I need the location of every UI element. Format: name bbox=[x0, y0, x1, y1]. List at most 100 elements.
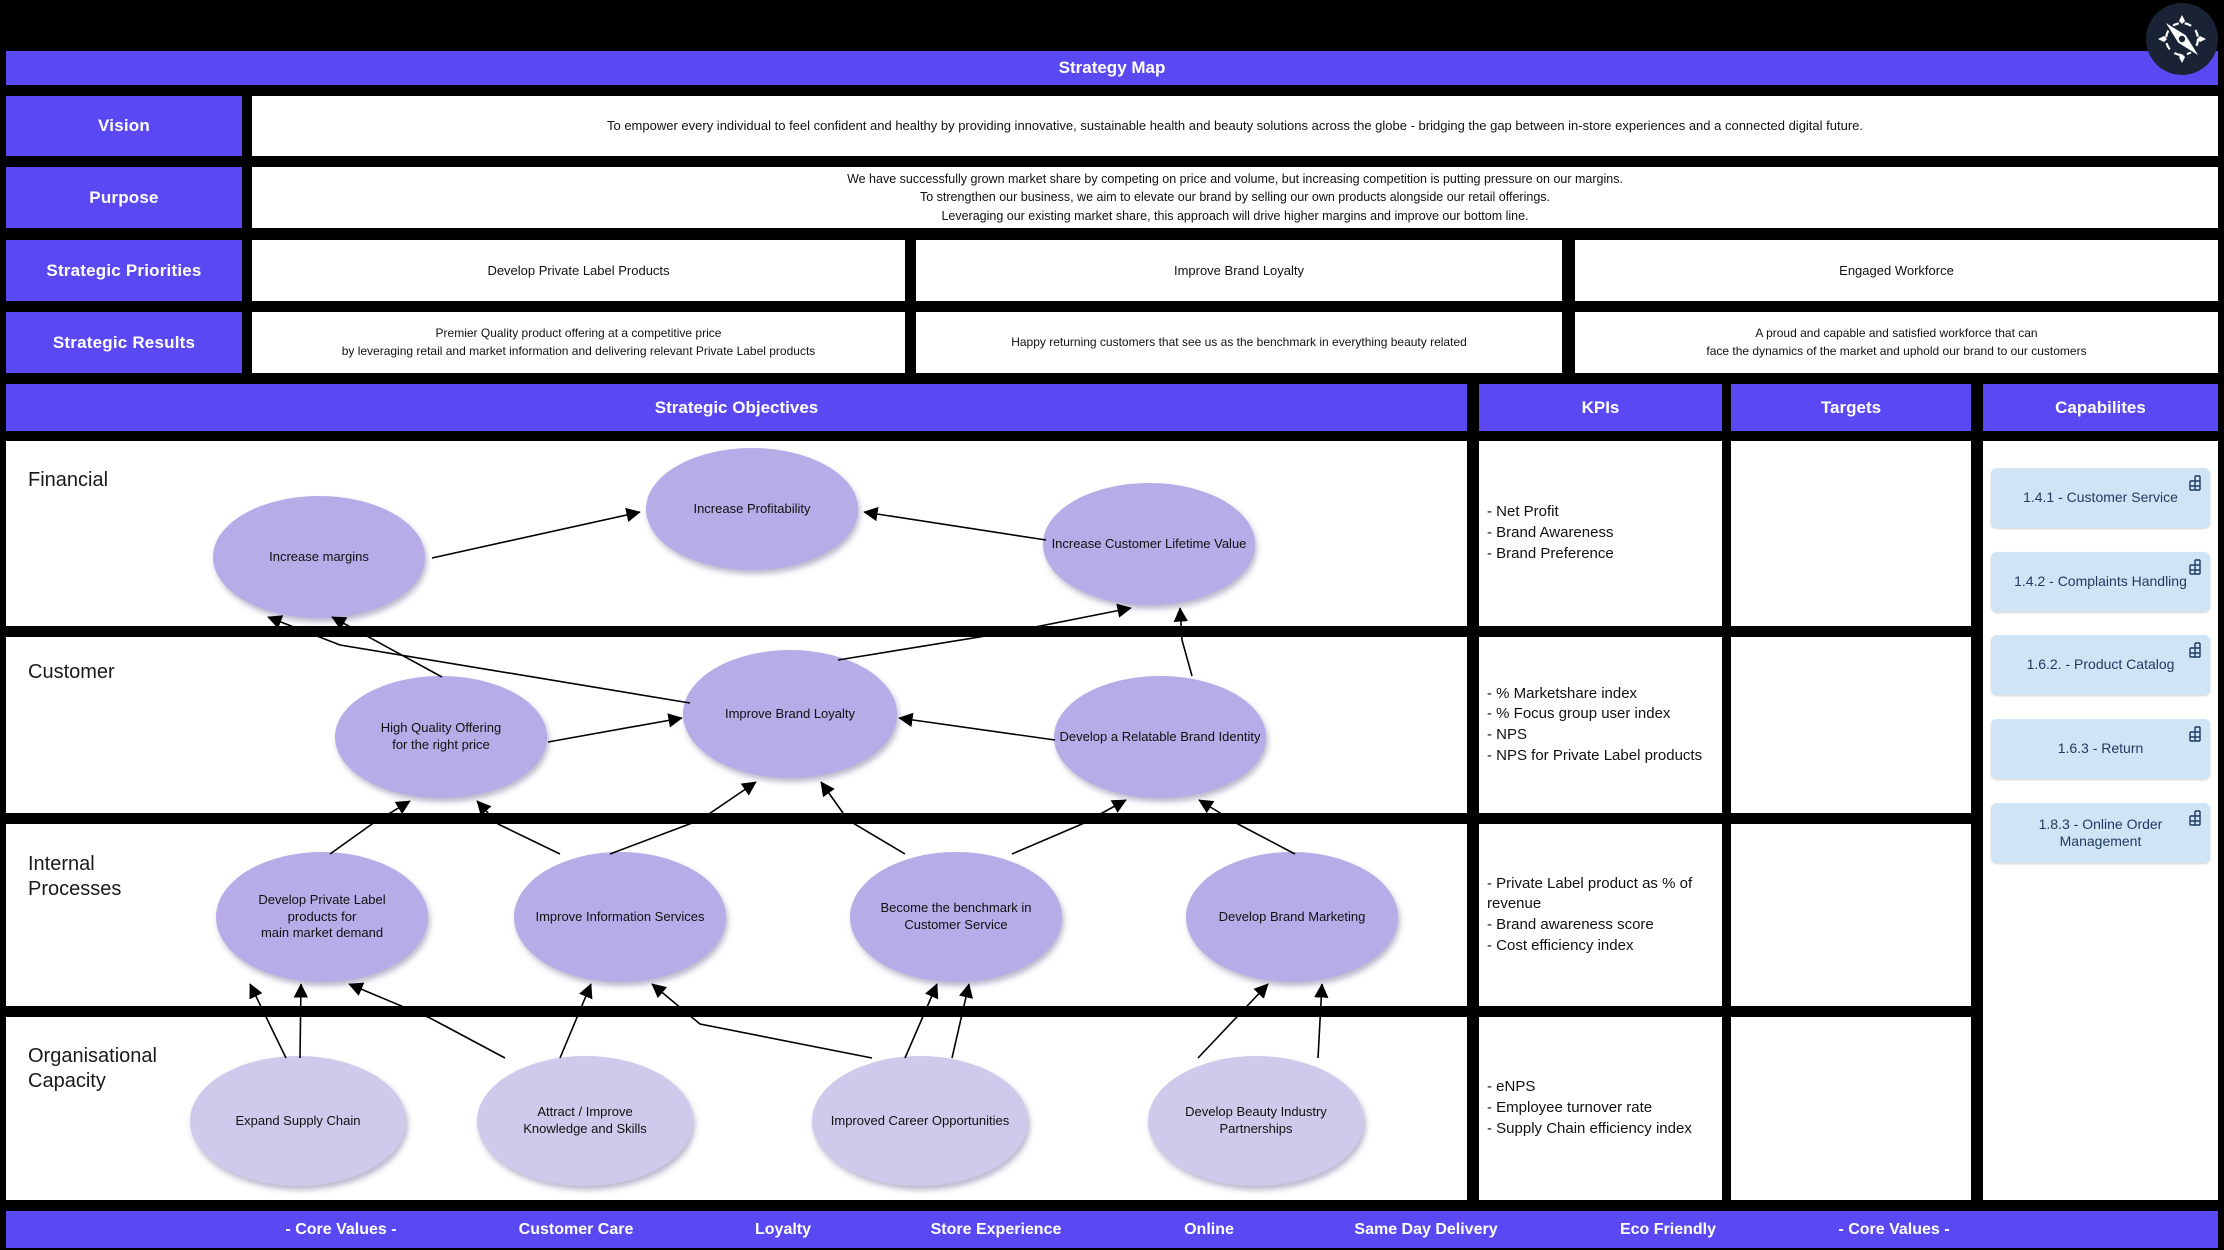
grid-icon bbox=[2189, 642, 2201, 658]
node-label: Attract / Improve Knowledge and Skills bbox=[523, 1104, 647, 1136]
kpi-line: - NPS bbox=[1487, 726, 1528, 743]
node-label: Improved Career Opportunities bbox=[830, 1112, 1010, 1128]
node-label: Develop Brand Marketing bbox=[1218, 908, 1366, 924]
capability-label: 1.6.2. - Product Catalog bbox=[2026, 656, 2175, 673]
capability-card[interactable]: 1.4.1 - Customer Service bbox=[1991, 468, 2210, 528]
node-label: High Quality Offering for the right pric… bbox=[380, 720, 502, 752]
kpi-line: - Brand Preference bbox=[1487, 544, 1614, 562]
capability-label: 1.4.1 - Customer Service bbox=[2023, 489, 2178, 506]
kpi-line: - Cost efficiency index bbox=[1487, 936, 1634, 954]
header-strategic-objectives: Strategic Objectives bbox=[6, 384, 1467, 431]
header-label: Targets bbox=[1820, 397, 1882, 417]
result-card[interactable]: Happy returning customers that see us as… bbox=[916, 312, 1562, 373]
page-title-bar: Strategy Map bbox=[6, 51, 2218, 85]
node-label: Increase margins bbox=[269, 548, 369, 564]
kpi-line: - Net Profit bbox=[1487, 503, 1559, 521]
purpose-label-box: Purpose bbox=[6, 167, 242, 228]
node-label: Expand Supply Chain bbox=[235, 1112, 361, 1128]
node-label: Become the benchmark in Customer Service bbox=[880, 900, 1032, 932]
target-box-internal-processes bbox=[1731, 824, 1971, 1006]
capability-card[interactable]: 1.6.2. - Product Catalog bbox=[1991, 635, 2210, 695]
kpi-line: - NPS for Private Label products bbox=[1487, 746, 1703, 764]
kpi-box-organisational-capacity: - eNPS - Employee turnover rate - Supply… bbox=[1479, 1017, 1722, 1200]
purpose-line: Leveraging our existing market share, th… bbox=[941, 208, 1529, 223]
core-value-item: Online bbox=[1184, 1220, 1234, 1238]
row-label-internal-processes: Internal Processes bbox=[28, 853, 122, 900]
target-box-customer bbox=[1731, 637, 1971, 813]
results-label-box: Strategic Results bbox=[6, 312, 242, 373]
capability-card[interactable]: 1.6.3 - Return bbox=[1991, 719, 2210, 779]
priorities-label-box: Strategic Priorities bbox=[6, 240, 242, 301]
vision-label-box: Vision bbox=[6, 96, 242, 156]
priority-text: Improve Brand Loyalty bbox=[1173, 262, 1305, 278]
node-develop-relatable-brand-identity[interactable]: Develop a Relatable Brand Identity bbox=[1054, 676, 1266, 798]
node-develop-brand-marketing[interactable]: Develop Brand Marketing bbox=[1186, 852, 1398, 982]
result-card[interactable]: A proud and capable and satisfied workfo… bbox=[1575, 312, 2218, 373]
page-title: Strategy Map bbox=[1058, 58, 1166, 77]
priority-card[interactable]: Develop Private Label Products bbox=[252, 240, 905, 301]
node-attract-improve-knowledge-skills[interactable]: Attract / Improve Knowledge and Skills bbox=[477, 1056, 693, 1186]
node-develop-beauty-industry-partnerships[interactable]: Develop Beauty Industry Partnerships bbox=[1148, 1056, 1364, 1186]
grid-icon bbox=[2189, 475, 2201, 491]
kpi-box-internal-processes: - Private Label product as % of revenue … bbox=[1479, 824, 1722, 1006]
node-label: Increase Profitability bbox=[693, 500, 811, 516]
result-text: Premier Quality product offering at a co… bbox=[341, 326, 816, 358]
grid-icon bbox=[2189, 726, 2201, 742]
results-label: Strategic Results bbox=[52, 332, 196, 352]
header-capabilities: Capabilites bbox=[1983, 384, 2218, 431]
kpi-line: - Private Label product as % of revenue bbox=[1487, 874, 1693, 913]
kpi-box-customer: - % Marketshare index - % Focus group us… bbox=[1479, 637, 1722, 813]
grid-icon bbox=[2189, 559, 2201, 575]
capabilities-column: 1.4.1 - Customer Service 1.4.2 - Complai… bbox=[1983, 441, 2218, 1200]
header-label: Strategic Objectives bbox=[654, 397, 819, 417]
capability-card[interactable]: 1.8.3 - Online Order Management bbox=[1991, 803, 2210, 863]
row-label-financial: Financial bbox=[28, 469, 109, 491]
core-value-item: Customer Care bbox=[518, 1220, 634, 1238]
node-high-quality-offering[interactable]: High Quality Offering for the right pric… bbox=[335, 676, 547, 798]
target-box-organisational-capacity bbox=[1731, 1017, 1971, 1200]
core-values-bar: - Core Values - Customer Care Loyalty St… bbox=[6, 1211, 2218, 1248]
priority-text: Develop Private Label Products bbox=[487, 262, 670, 278]
kpi-box-financial: - Net Profit - Brand Awareness - Brand P… bbox=[1479, 441, 1722, 626]
priority-card[interactable]: Improve Brand Loyalty bbox=[916, 240, 1562, 301]
priorities-label: Strategic Priorities bbox=[46, 260, 202, 280]
vision-text: To empower every individual to feel conf… bbox=[606, 118, 1864, 134]
header-label: KPIs bbox=[1581, 397, 1620, 417]
node-improve-brand-loyalty[interactable]: Improve Brand Loyalty bbox=[683, 650, 897, 778]
purpose-line: We have successfully grown market share … bbox=[847, 172, 1623, 187]
priority-card[interactable]: Engaged Workforce bbox=[1575, 240, 2218, 301]
purpose-label: Purpose bbox=[89, 187, 159, 207]
header-label: Capabilites bbox=[2055, 397, 2146, 417]
kpi-line: - % Marketshare index bbox=[1487, 684, 1638, 702]
kpi-line: - Supply Chain efficiency index bbox=[1487, 1119, 1692, 1137]
node-label: Develop Private Label products for main … bbox=[258, 891, 386, 941]
kpi-line: - eNPS bbox=[1487, 1078, 1536, 1096]
node-become-benchmark-customer-service[interactable]: Become the benchmark in Customer Service bbox=[850, 852, 1062, 982]
capability-label: 1.4.2 - Complaints Handling bbox=[2014, 573, 2187, 590]
kpi-line: - Employee turnover rate bbox=[1487, 1099, 1653, 1117]
result-text: A proud and capable and satisfied workfo… bbox=[1706, 326, 2087, 358]
kpi-line: - Brand awareness score bbox=[1487, 916, 1654, 933]
node-increase-margins[interactable]: Increase margins bbox=[213, 496, 425, 618]
node-label: Improve Information Services bbox=[535, 908, 705, 924]
result-card[interactable]: Premier Quality product offering at a co… bbox=[252, 312, 905, 373]
row-label-organisational-capacity: Organisational Capacity bbox=[28, 1045, 157, 1092]
compass-icon[interactable] bbox=[2144, 1, 2220, 77]
capability-card[interactable]: 1.4.2 - Complaints Handling bbox=[1991, 552, 2210, 612]
node-expand-supply-chain[interactable]: Expand Supply Chain bbox=[190, 1056, 406, 1186]
node-label: Increase Customer Lifetime Value bbox=[1051, 535, 1247, 551]
core-value-item: Same Day Delivery bbox=[1354, 1220, 1498, 1238]
node-label: Improve Brand Loyalty bbox=[724, 705, 856, 721]
node-develop-private-label-products[interactable]: Develop Private Label products for main … bbox=[216, 852, 428, 982]
node-improved-career-opportunities[interactable]: Improved Career Opportunities bbox=[812, 1056, 1028, 1186]
node-increase-customer-lifetime-value[interactable]: Increase Customer Lifetime Value bbox=[1043, 483, 1255, 605]
vision-content-box: To empower every individual to feel conf… bbox=[252, 96, 2218, 156]
core-values-caption: - Core Values - bbox=[1838, 1220, 1950, 1238]
core-values-caption: - Core Values - bbox=[285, 1220, 397, 1238]
node-increase-profitability[interactable]: Increase Profitability bbox=[646, 448, 858, 570]
result-text: Happy returning customers that see us as… bbox=[1011, 334, 1467, 349]
target-box-financial bbox=[1731, 441, 1971, 626]
kpi-line: - Brand Awareness bbox=[1487, 524, 1614, 542]
row-label-customer: Customer bbox=[28, 661, 115, 683]
node-improve-information-services[interactable]: Improve Information Services bbox=[514, 852, 726, 982]
